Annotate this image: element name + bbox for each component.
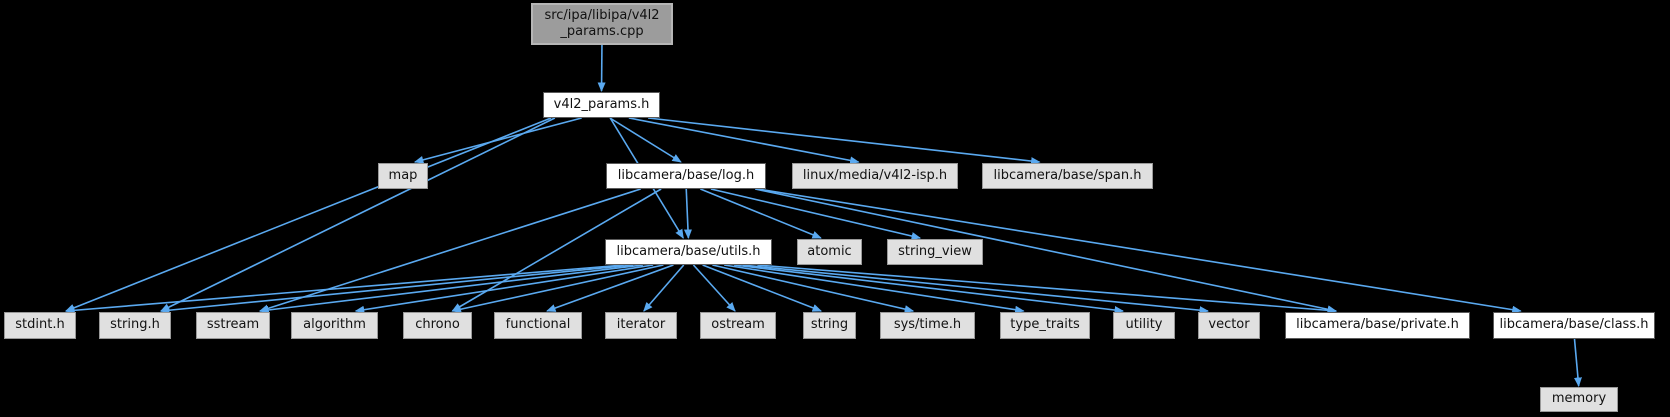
- edge-v4l2_params_h-to-span_h: [648, 117, 1041, 166]
- edge-utils_h-to-chrono: [451, 264, 664, 314]
- node-type_traits: type_traits: [1000, 312, 1090, 339]
- node-label: stdint.h: [15, 317, 65, 333]
- node-sys_time_h: sys/time.h: [880, 312, 975, 339]
- node-map: map: [378, 163, 428, 189]
- edge-log_h-to-sstream: [259, 188, 641, 313]
- node-label: v4l2_params.h: [553, 96, 650, 112]
- node-utils_h[interactable]: libcamera/base/utils.h: [605, 239, 772, 265]
- node-private_h[interactable]: libcamera/base/private.h: [1285, 312, 1470, 339]
- node-label: libcamera/base/private.h: [1296, 317, 1459, 333]
- node-label: libcamera/base/utils.h: [616, 243, 761, 259]
- edge-log_h-to-string_view: [710, 188, 922, 240]
- node-chrono: chrono: [403, 312, 472, 339]
- edge-utils_h-to-type_traits: [724, 264, 1025, 314]
- node-label: libcamera/base/class.h: [1499, 317, 1649, 333]
- node-label: iterator: [616, 317, 666, 333]
- edge-log_h-to-utils_h: [683, 188, 692, 239]
- edge-utils_h-to-sstream: [259, 264, 644, 314]
- edge-class_h-to-memory: [1573, 338, 1582, 387]
- edge-utils_h-to-string_h: [160, 264, 634, 315]
- node-label: atomic: [807, 243, 852, 259]
- node-label: utility: [1125, 317, 1163, 333]
- edge-log_h-to-class_h: [757, 188, 1522, 314]
- node-span_h: libcamera/base/span.h: [982, 163, 1153, 189]
- node-label: memory: [1551, 391, 1607, 407]
- node-label: ostream: [711, 317, 765, 333]
- edge-v4l2_params_h-to-string_h: [160, 117, 556, 312]
- node-label: string.h: [110, 317, 160, 333]
- node-label: linux/media/v4l2-isp.h: [802, 167, 948, 183]
- node-label: libcamera/base/span.h: [993, 167, 1142, 183]
- node-atomic: atomic: [797, 239, 862, 265]
- node-string_view: string_view: [887, 239, 983, 265]
- edge-v4l2_params_h-to-map: [413, 117, 582, 164]
- edge-group: [65, 44, 1582, 387]
- edge-v4l2_params_h-to-log_h: [609, 117, 682, 163]
- node-label: map: [388, 167, 418, 183]
- node-label: src/ipa/libipa/v4l2 _params.cpp: [544, 7, 660, 39]
- node-label: algorithm: [303, 317, 366, 333]
- node-label: functional: [505, 317, 571, 333]
- node-ostream: ostream: [700, 312, 776, 339]
- edge-log_h-to-atomic: [700, 188, 822, 239]
- node-class_h[interactable]: libcamera/base/class.h: [1493, 312, 1655, 339]
- node-sstream: sstream: [196, 312, 270, 339]
- node-label: string_view: [898, 243, 972, 259]
- edge-utils_h-to-ostream: [692, 264, 736, 312]
- node-label: sstream: [206, 317, 260, 333]
- node-algorithm: algorithm: [291, 312, 378, 339]
- edge-utils_h-to-string: [702, 264, 822, 312]
- node-label: type_traits: [1010, 317, 1080, 333]
- edge-v4l2_params_h-to-stdint_h: [65, 117, 552, 312]
- node-string: string: [803, 312, 856, 339]
- node-label: libcamera/base/log.h: [617, 167, 755, 183]
- node-v4l2_params_h[interactable]: v4l2_params.h: [543, 92, 660, 118]
- node-label: chrono: [415, 317, 460, 333]
- edge-utils_h-to-functional: [546, 264, 674, 312]
- node-utility: utility: [1113, 312, 1175, 339]
- edge-utils_h-to-vector: [742, 264, 1209, 315]
- node-label: sys/time.h: [893, 317, 962, 333]
- node-v4l2_isp_h: linux/media/v4l2-isp.h: [792, 163, 958, 189]
- edge-v4l2_params_h-to-v4l2_isp_h: [628, 117, 860, 165]
- node-label: vector: [1208, 317, 1250, 333]
- node-vector: vector: [1198, 312, 1260, 339]
- edge-utils_h-to-private_h: [757, 264, 1338, 315]
- node-iterator: iterator: [605, 312, 677, 339]
- node-functional: functional: [494, 312, 582, 339]
- edge-utils_h-to-stdint_h: [65, 264, 624, 315]
- node-memory: memory: [1540, 387, 1618, 412]
- edge-utils_h-to-algorithm: [354, 264, 654, 314]
- node-label: string: [810, 317, 849, 333]
- edge-utils_h-to-utility: [733, 264, 1124, 314]
- edge-utils_h-to-sys_time_h: [712, 264, 915, 314]
- node-stdint_h: stdint.h: [4, 312, 76, 339]
- edge-log_h-to-private_h: [754, 188, 1337, 314]
- node-cpp: src/ipa/libipa/v4l2 _params.cpp: [531, 3, 673, 45]
- edge-utils_h-to-iterator: [643, 264, 685, 312]
- node-log_h[interactable]: libcamera/base/log.h: [606, 163, 766, 189]
- node-string_h: string.h: [99, 312, 171, 339]
